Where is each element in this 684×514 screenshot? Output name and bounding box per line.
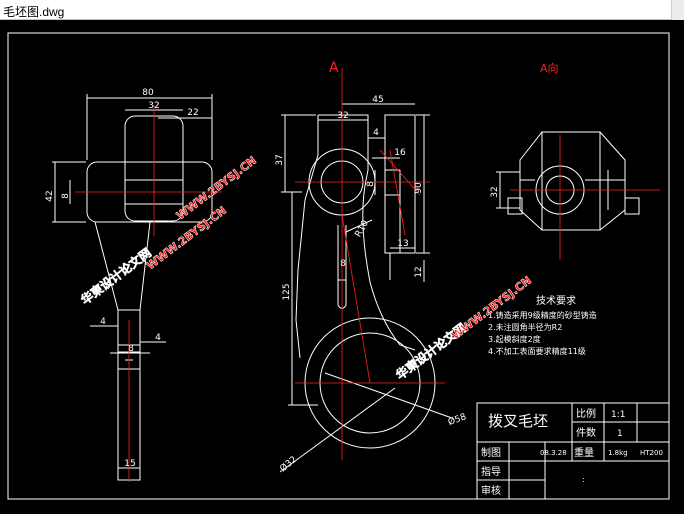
window-title: 毛坯图.dwg (3, 5, 65, 19)
qty-value: 1 (617, 429, 623, 439)
right-view-dimensions: 32 (490, 186, 500, 197)
drawn-date: 08.3.28 (540, 449, 567, 457)
material: HT200 (640, 449, 663, 457)
dim-37: 37 (275, 154, 285, 165)
watermark-url-3: WWW.2BYSJ.CN (449, 274, 534, 342)
window-titlebar: 毛坯图.dwg (0, 0, 684, 20)
left-view-center-lines (75, 105, 222, 482)
scale-value: 1:1 (611, 410, 625, 420)
scale-label: 比例 (576, 407, 596, 420)
watermark-cn-1: 华東设计论文网 (78, 245, 154, 308)
drawn-label: 制图 (481, 446, 501, 459)
dim-8b: 8 (366, 181, 376, 187)
dim-42: 42 (45, 190, 55, 201)
dim-8d: 8 (128, 344, 134, 354)
dim-8c: 8 (340, 259, 346, 269)
dim-15: 15 (124, 459, 135, 469)
title-block-lines (476, 402, 670, 500)
tech-requirements: 技术要求 1.铸造采用9级精度的砂型铸造 2.未注圆角半径为R2 3.起模斜度2… (488, 294, 597, 356)
dim-16: 16 (394, 148, 406, 158)
tech-item-4: 4.不加工表面要求精度11级 (488, 346, 586, 356)
view-label-group: A向 (540, 61, 559, 75)
left-view (52, 94, 213, 481)
dim-125: 125 (282, 283, 292, 300)
drawing-canvas[interactable]: 80 32 22 42 8 4 4 8 15 (0, 20, 684, 510)
dim-32c: 32 (490, 186, 500, 197)
right-view (496, 131, 640, 231)
weight-label: 重量 (574, 446, 594, 459)
tech-heading: 技术要求 (536, 294, 576, 307)
section-marker: A (329, 60, 339, 76)
tech-item-3: 3.起模斜度2度 (488, 334, 541, 344)
weight-value: 1.8kg (608, 449, 628, 457)
middle-view-center-lines (295, 68, 445, 460)
dim-8a: 8 (61, 193, 71, 199)
watermarks: 华東设计论文网 WWW.2BYSJ.CN WWW.2BYSJ.CN 华東设计论文… (78, 154, 535, 383)
middle-view-dimensions: 45 32 4 16 37 8 90 R10 13 8 12 125 Ø58 Ø… (275, 95, 468, 474)
title-block-text: 拨叉毛坯 比例 1:1 件数 1 制图 08.3.28 重量 1.8kg HT2… (481, 407, 663, 497)
dim-32a: 32 (148, 101, 159, 111)
dim-58: Ø58 (447, 411, 468, 428)
drawing-frame (7, 32, 670, 500)
dim-80: 80 (142, 88, 154, 98)
review-label: 审核 (481, 484, 501, 497)
dim-45: 45 (372, 95, 383, 105)
dim-4c: 4 (155, 333, 161, 343)
drawing-svg: 80 32 22 42 8 4 4 8 15 (7, 32, 670, 500)
view-label: A向 (540, 61, 559, 75)
dim-13: 13 (397, 239, 408, 249)
dim-32b: 32 (337, 111, 348, 121)
dim-4b: 4 (100, 317, 106, 327)
section-marker-group: A (329, 60, 339, 76)
left-view-dimensions: 80 32 22 42 8 4 4 8 15 (45, 88, 199, 469)
window-edge (671, 0, 684, 20)
qty-label: 件数 (576, 426, 596, 439)
dim-90: 90 (414, 182, 424, 194)
guide-label: 指导 (481, 465, 501, 478)
part-name: 拨叉毛坯 (488, 412, 548, 430)
title-block-colon: : (582, 475, 585, 484)
dim-4a: 4 (373, 128, 379, 138)
tech-item-2: 2.未注圆角半径为R2 (488, 322, 562, 332)
right-view-center-lines (510, 135, 660, 260)
middle-view (279, 103, 453, 473)
tech-item-1: 1.铸造采用9级精度的砂型铸造 (488, 310, 597, 320)
dim-22: 22 (187, 108, 198, 118)
dim-12: 12 (414, 266, 424, 277)
